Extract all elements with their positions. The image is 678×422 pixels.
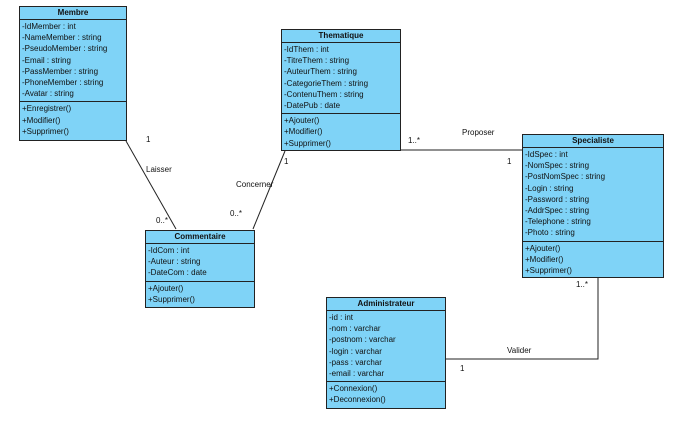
attribute: -DatePub : date <box>284 100 341 110</box>
attribute: -Avatar : string <box>22 89 74 99</box>
class-membre-attributes: -IdMember : int -NameMember : string -Ps… <box>20 20 126 103</box>
operation: +Modifier() <box>525 254 564 264</box>
class-administrateur[interactable]: Administrateur -id : int -nom : varchar … <box>326 297 446 409</box>
association-proposer-mult-thematique: 1..* <box>408 136 421 145</box>
attribute: -PostNomSpec : string <box>525 172 606 182</box>
attribute: -IdMember : int <box>22 22 76 31</box>
attribute: -NomSpec : string <box>525 161 590 171</box>
association-concerner-label: Concerner <box>236 180 274 189</box>
class-administrateur-operations: +Connexion() +Deconnexion() <box>327 382 445 407</box>
operation: +Modifier() <box>22 115 61 125</box>
operation: +Supprimer() <box>148 294 195 304</box>
association-proposer-label: Proposer <box>462 128 495 137</box>
class-commentaire-operations: +Ajouter() +Supprimer() <box>146 282 254 307</box>
operation: +Enregistrer() <box>22 104 72 114</box>
class-thematique-attributes: -IdThem : int -TitreThem : string -Auteu… <box>282 43 400 115</box>
attribute: -Login : string <box>525 183 574 193</box>
class-specialiste-operations: +Ajouter() +Modifier() +Supprimer() <box>523 242 663 279</box>
class-membre[interactable]: Membre -IdMember : int -NameMember : str… <box>19 6 127 141</box>
class-membre-title: Membre <box>20 7 126 20</box>
class-thematique-operations: +Ajouter() +Modifier() +Supprimer() <box>282 114 400 151</box>
operation: +Deconnexion() <box>329 395 386 405</box>
operation: +Supprimer() <box>284 138 331 148</box>
attribute: -PseudoMember : string <box>22 44 108 54</box>
attribute: -ContenuThem : string <box>284 89 364 99</box>
attribute: -Email : string <box>22 55 71 65</box>
class-commentaire-title: Commentaire <box>146 231 254 244</box>
operation: +Supprimer() <box>22 126 69 136</box>
class-thematique-title: Thematique <box>282 30 400 43</box>
class-commentaire[interactable]: Commentaire -IdCom : int -Auteur : strin… <box>145 230 255 308</box>
association-valider-mult-specialiste: 1..* <box>576 280 589 289</box>
attribute: -pass : varchar <box>329 357 382 367</box>
attribute: -NameMember : string <box>22 33 102 43</box>
operation: +Ajouter() <box>525 243 561 253</box>
attribute: -login : varchar <box>329 346 382 356</box>
attribute: -IdThem : int <box>284 45 329 54</box>
class-commentaire-attributes: -IdCom : int -Auteur : string -DateCom :… <box>146 244 254 282</box>
association-concerner-mult-thematique: 1 <box>284 157 289 166</box>
attribute: -AddrSpec : string <box>525 205 590 215</box>
association-concerner-mult-commentaire: 0..* <box>230 209 243 218</box>
attribute: -AuteurThem : string <box>284 67 357 77</box>
association-laisser-mult-commentaire: 0..* <box>156 216 169 225</box>
association-laisser-mult-membre: 1 <box>146 135 151 144</box>
operation: +Supprimer() <box>525 265 572 275</box>
attribute: -IdSpec : int <box>525 150 568 159</box>
attribute: -Auteur : string <box>148 257 201 267</box>
operation: +Ajouter() <box>284 116 320 126</box>
association-valider-label: Valider <box>507 346 532 355</box>
operation: +Connexion() <box>329 384 378 394</box>
class-membre-operations: +Enregistrer() +Modifier() +Supprimer() <box>20 102 126 139</box>
attribute: -TitreThem : string <box>284 56 350 66</box>
operation: +Modifier() <box>284 127 323 137</box>
attribute: -Password : string <box>525 194 590 204</box>
association-valider-mult-administrateur: 1 <box>460 364 465 373</box>
association-valider-line <box>446 278 599 360</box>
class-thematique[interactable]: Thematique -IdThem : int -TitreThem : st… <box>281 29 401 151</box>
attribute: -IdCom : int <box>148 246 190 255</box>
attribute: -email : varchar <box>329 368 385 378</box>
attribute: -nom : varchar <box>329 324 381 334</box>
attribute: -Telephone : string <box>525 217 591 227</box>
attribute: -id : int <box>329 313 354 322</box>
attribute: -postnom : varchar <box>329 335 396 345</box>
class-specialiste-attributes: -IdSpec : int -NomSpec : string -PostNom… <box>523 148 663 242</box>
class-specialiste-title: Specialiste <box>523 135 663 148</box>
attribute: -PhoneMember : string <box>22 77 104 87</box>
association-laisser-label: Laisser <box>146 165 172 174</box>
attribute: -CategorieThem : string <box>284 78 369 88</box>
class-administrateur-title: Administrateur <box>327 298 445 311</box>
class-administrateur-attributes: -id : int -nom : varchar -postnom : varc… <box>327 311 445 383</box>
attribute: -PassMember : string <box>22 66 99 76</box>
association-laisser-line <box>125 140 177 230</box>
association-concerner-line <box>252 150 286 230</box>
attribute: -Photo : string <box>525 228 575 238</box>
attribute: -DateCom : date <box>148 268 207 278</box>
class-specialiste[interactable]: Specialiste -IdSpec : int -NomSpec : str… <box>522 134 664 278</box>
association-proposer-mult-specialiste: 1 <box>507 157 512 166</box>
operation: +Ajouter() <box>148 283 184 293</box>
